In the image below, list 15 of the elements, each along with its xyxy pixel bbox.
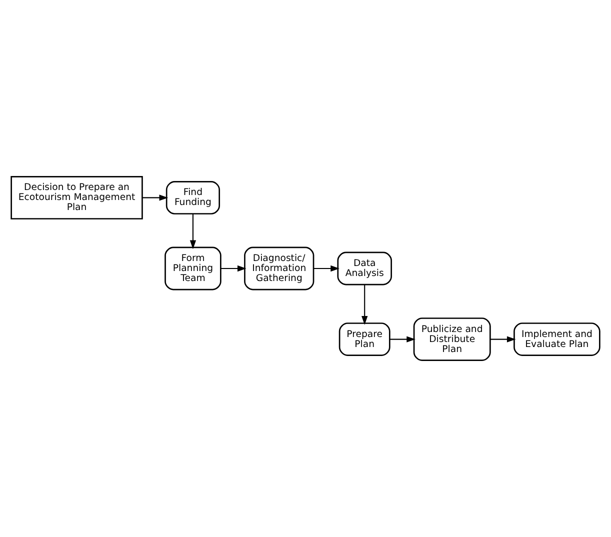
arrow (142, 194, 168, 201)
arrow (220, 265, 246, 272)
node-box: Form Planning Team (164, 246, 222, 290)
arrow (490, 336, 516, 342)
node-box: Diagnostic/ Information Gathering (244, 246, 314, 290)
arrow (390, 336, 416, 342)
node-box: Publicize and Distribute Plan (413, 318, 491, 361)
node-box: Implement and Evaluate Plan (514, 322, 600, 356)
node-box: Decision to Prepare an Ecotourism Management Plan (10, 176, 143, 220)
node-box: Find Funding (166, 181, 220, 214)
arrow (190, 214, 196, 250)
node-box: Prepare Plan (338, 322, 390, 356)
arrow (362, 284, 368, 325)
arrow (314, 265, 340, 272)
node-box: Data Analysis (337, 252, 392, 286)
